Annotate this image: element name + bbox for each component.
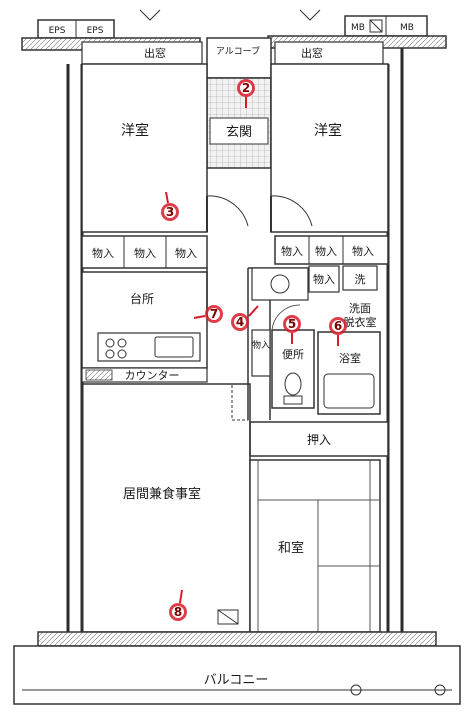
western-room-left [81, 63, 208, 233]
bay-window-right [274, 41, 384, 65]
door-swing-left [206, 195, 249, 227]
photo-markers: 2 3 4 5 6 7 [161, 79, 347, 621]
japanese-room-label: 和室 [278, 540, 304, 556]
closet-label: 物入 [315, 244, 337, 258]
svg-text:7: 7 [210, 307, 218, 321]
bay-window-left-label: 出窓 [144, 46, 166, 60]
svg-text:4: 4 [236, 315, 244, 329]
marker-6: 6 [329, 317, 347, 346]
closet-label: 物入 [175, 246, 197, 260]
storage-label: 押入 [307, 433, 331, 447]
closet-label: 物入 [252, 339, 270, 351]
counter-label: カウンター [125, 369, 180, 382]
storage [249, 421, 389, 457]
western-room-left-label: 洋室 [121, 122, 149, 139]
bathroom-label: 浴室 [339, 351, 361, 365]
bay-window-right-label: 出窓 [301, 46, 323, 60]
closet-label: 物入 [352, 244, 374, 258]
closet-label: 物入 [313, 272, 335, 286]
marker-4: 4 [231, 305, 259, 331]
bay-window-left [81, 41, 203, 65]
mb-label-1: MB [351, 23, 365, 33]
counter [81, 367, 208, 383]
svg-text:5: 5 [288, 317, 296, 331]
kitchen-sink [154, 336, 194, 358]
closet-label: 物入 [92, 246, 114, 260]
toilet-label: 便所 [282, 348, 304, 361]
top-meter-boxes: EPS EPS MB MB [37, 15, 428, 39]
alcove [206, 37, 272, 79]
marker-2: 2 [237, 79, 255, 108]
marker-7: 7 [193, 305, 223, 323]
closets-left: 物入 物入 物入 [81, 235, 208, 269]
marker-3: 3 [161, 191, 179, 221]
hall-closet [251, 329, 271, 377]
drain-icon [434, 684, 446, 696]
wash-label: 洗 [355, 273, 366, 286]
tatami-lines [257, 460, 380, 632]
svg-text:8: 8 [174, 605, 182, 619]
western-room-right [270, 63, 389, 233]
alcove-label: アルコーブ [216, 45, 260, 57]
eps-label-2: EPS [87, 26, 104, 36]
balcony [13, 645, 461, 705]
washroom-label-line1: 洗面 [349, 302, 371, 315]
closet-label: 物入 [281, 244, 303, 258]
bottom-wall [37, 631, 437, 647]
eps-label-1: EPS [49, 26, 66, 36]
kitchen-label: 台所 [130, 291, 154, 306]
living-dining [81, 383, 251, 633]
svg-text:2: 2 [242, 81, 250, 95]
western-room-right-label: 洋室 [314, 122, 342, 139]
japanese-room [249, 459, 381, 633]
drain-icon [350, 684, 362, 696]
closet-label: 物入 [134, 246, 156, 260]
svg-text:3: 3 [166, 205, 174, 219]
mb-label-2: MB [400, 23, 414, 33]
living-dining-label: 居間兼食事室 [123, 486, 201, 502]
washroom-label-line2: 脱衣室 [344, 315, 377, 329]
marker-5: 5 [283, 315, 301, 344]
door-swing-right [270, 195, 313, 227]
marker-8: 8 [169, 589, 187, 621]
wash-cabinet [251, 267, 309, 301]
entrance-label: 玄関 [226, 125, 252, 140]
balcony-label: バルコニー [204, 673, 269, 688]
closets-right: 物入 物入 物入 [274, 235, 389, 265]
svg-text:6: 6 [334, 319, 342, 333]
